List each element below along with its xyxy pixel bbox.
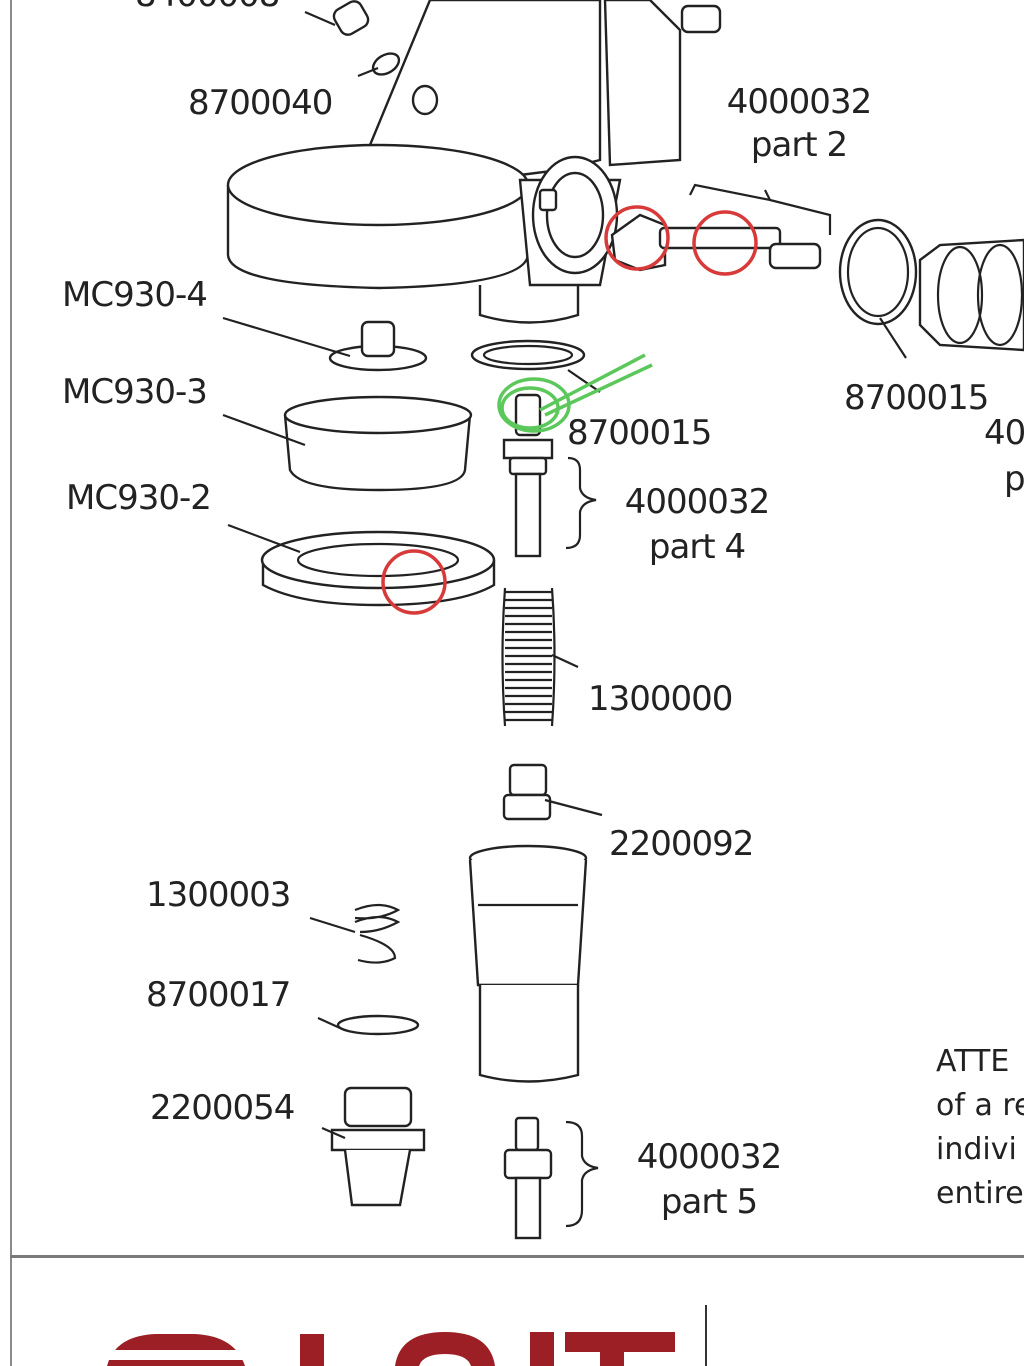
label-1300003: 1300003 — [146, 875, 291, 915]
footer-divider — [10, 1255, 1024, 1258]
label-4000032-part4-sub: part 4 — [648, 527, 746, 567]
part-body-cylinder — [468, 844, 588, 1083]
screw-8400008 — [304, 0, 370, 36]
oring-8700017 — [317, 1014, 420, 1036]
brand-logo — [107, 1332, 675, 1366]
label-1300000: 1300000 — [588, 679, 733, 719]
label-8700017: 8700017 — [146, 975, 291, 1015]
label-4000032-part5-number: 4000032 — [636, 1137, 782, 1177]
label-2200054: 2200054 — [150, 1088, 295, 1128]
pin-part-4 — [502, 393, 597, 558]
green-annotation — [497, 353, 653, 433]
spring-1300003 — [309, 903, 401, 964]
label-8400008: 8400008 — [135, 0, 280, 12]
screw-8700040 — [411, 84, 439, 116]
fitting-right — [918, 238, 1024, 352]
note-line: ATTE — [936, 1044, 1010, 1079]
footer-vertical-divider — [705, 1305, 707, 1366]
label-2200092: 2200092 — [609, 824, 754, 864]
fitting-2200054 — [321, 1086, 426, 1207]
label-4000032-part5-sub: part 5 — [660, 1182, 758, 1222]
page-border-left — [10, 0, 12, 1366]
pin-part-5 — [503, 1116, 599, 1240]
label-right-cut-number: 40 — [984, 413, 1024, 453]
label-4000032-part4-number: 4000032 — [624, 482, 770, 522]
note-line: entire — [936, 1176, 1024, 1211]
label-mc930-3: MC930-3 — [62, 372, 208, 412]
washer-small — [357, 52, 401, 78]
part-mc930-4 — [222, 316, 428, 372]
note-line: indivi — [936, 1132, 1017, 1167]
part-2200092 — [502, 763, 603, 821]
attention-note: ATTE of a re indivi entire — [936, 1040, 1024, 1216]
oring-8700015-center — [470, 339, 601, 393]
highlight-circle-nut — [604, 205, 670, 271]
label-mc930-2: MC930-2 — [66, 478, 212, 518]
label-4000032-part2-sub: part 2 — [750, 125, 848, 165]
group-head-body — [226, 0, 722, 324]
label-8700015-right: 8700015 — [844, 378, 989, 418]
note-line: of a re — [936, 1088, 1024, 1123]
label-8700015-center: 8700015 — [567, 413, 712, 453]
part-mc930-2 — [227, 523, 496, 607]
highlight-circle-shaft — [692, 210, 758, 276]
valve-part-2 — [610, 183, 832, 272]
highlight-circle-gasket — [381, 549, 447, 615]
label-mc930-4: MC930-4 — [62, 275, 208, 315]
part-mc930-3 — [222, 395, 473, 492]
label-right-cut-sub: p — [1004, 459, 1024, 499]
label-4000032-part2-number: 4000032 — [726, 82, 872, 122]
spring-1300000 — [501, 587, 579, 727]
label-8700040: 8700040 — [188, 83, 333, 123]
oring-8700015-right — [838, 218, 918, 359]
